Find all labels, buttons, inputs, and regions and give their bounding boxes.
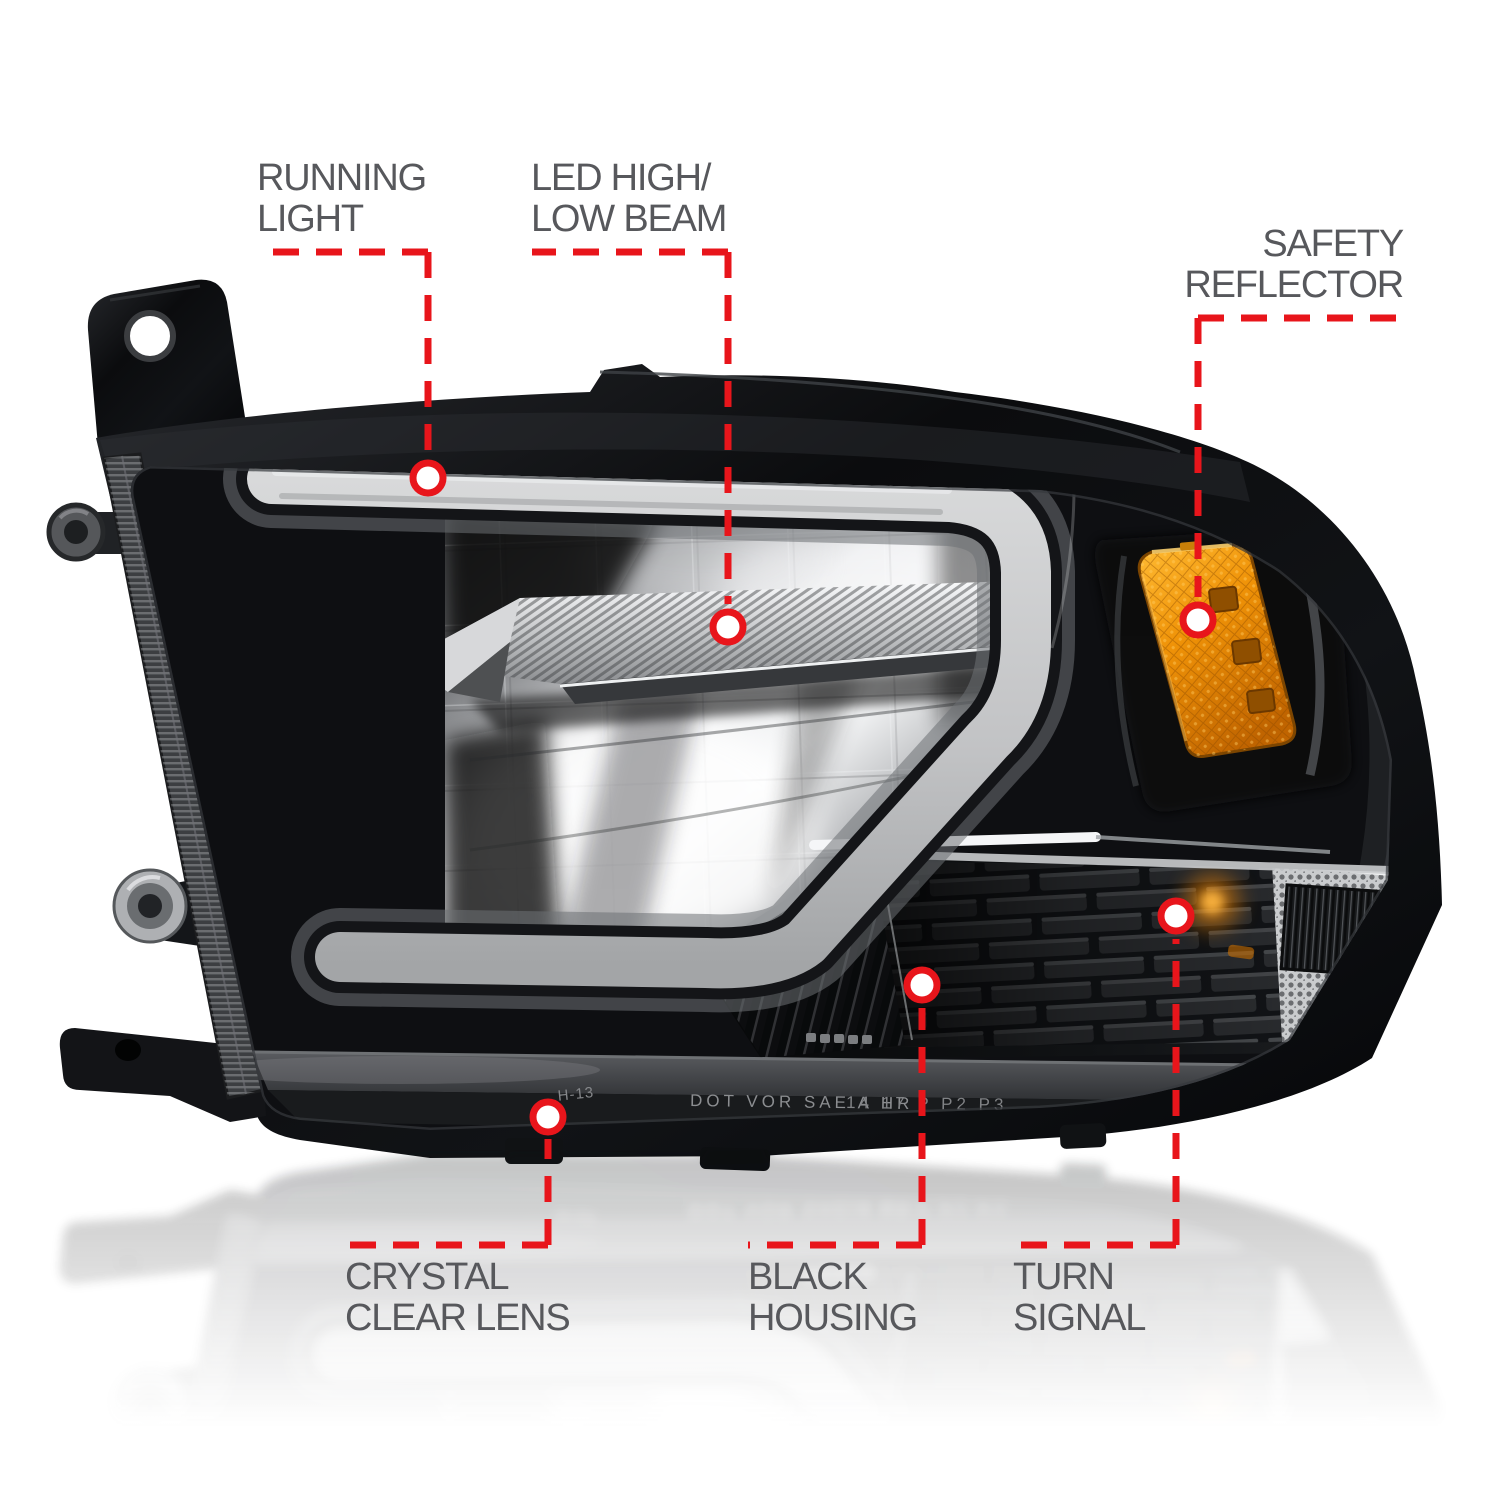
- callout-label-line: RUNNING: [257, 157, 427, 199]
- callout-line-black-housing: [748, 966, 941, 1249]
- callout-label-line: REFLECTOR: [1184, 264, 1404, 306]
- top-sheen: [100, 412, 1250, 502]
- callout-label-line: CLEAR LENS: [345, 1297, 571, 1339]
- callout-label-line: LED HIGH/: [531, 157, 711, 199]
- lens-dot-marking: DOT VOR SAE A HR: [690, 1091, 914, 1113]
- adjuster-bolt-upper: [46, 502, 136, 562]
- lower-clip: [1059, 1123, 1107, 1149]
- callout-label-line: CRYSTAL: [345, 1256, 510, 1298]
- callout-line-crystal-lens: [345, 1098, 567, 1249]
- callout-label-running-light: RUNNING LIGHT: [257, 157, 427, 240]
- callout-leaders: [258, 248, 1403, 1249]
- callout-line-led-high-low: [532, 248, 747, 646]
- callout-label-crystal-lens: CRYSTAL CLEAR LENS: [345, 1256, 571, 1339]
- callout-label-line: LOW BEAM: [531, 198, 727, 240]
- callout-marker-led-high-low: [709, 608, 747, 646]
- lens-streak: [1050, 466, 1076, 649]
- callout-marker-turn-signal: [1157, 897, 1195, 935]
- callout-marker-running-light: [409, 459, 447, 497]
- callout-label-line: TURN: [1013, 1256, 1115, 1298]
- callout-label-line: HOUSING: [748, 1297, 918, 1339]
- lens-seam-line: [599, 370, 1181, 454]
- callout-label-led-high-low: LED HIGH/ LOW BEAM: [531, 157, 727, 240]
- callout-line-turn-signal: [1013, 897, 1195, 1249]
- amber-side-reflector: [1137, 541, 1297, 758]
- callout-label-line: SAFETY: [1262, 223, 1404, 265]
- callout-label-safety-reflector: SAFETY REFLECTOR: [1103, 223, 1404, 306]
- callout-label-line: SIGNAL: [1013, 1297, 1146, 1339]
- mounting-tab-top: [87, 279, 247, 446]
- callout-label-line: LIGHT: [257, 198, 364, 240]
- mounting-hole-icon: [115, 1039, 141, 1061]
- drl-light-bar: [223, 466, 1075, 1013]
- headlight-assembly: H-13 DOT VOR SAE A HR 14 17 P P2 P3: [46, 279, 1442, 1172]
- callout-line-running-light: [258, 248, 447, 497]
- callout-marker-safety-reflector: [1179, 601, 1217, 639]
- mounting-tab-bottom: [59, 1028, 266, 1122]
- floor-reflection: [49, 1141, 1442, 1500]
- mounting-hole-icon: [124, 310, 176, 362]
- callout-marker-crystal-lens: [529, 1098, 567, 1136]
- callout-marker-black-housing: [903, 966, 941, 1004]
- callout-label-black-housing: BLACK HOUSING: [748, 1256, 918, 1339]
- lens-stamp-h13: H-13: [557, 1084, 595, 1105]
- callout-line-safety-reflector: [1179, 314, 1403, 639]
- callout-label-line: BLACK: [748, 1256, 868, 1298]
- callout-label-turn-signal: TURN SIGNAL: [1013, 1256, 1146, 1339]
- turn-signal-bulb-glow: [1184, 874, 1255, 960]
- bezel-contour: [130, 466, 1392, 1130]
- vent-dots: [806, 1033, 872, 1044]
